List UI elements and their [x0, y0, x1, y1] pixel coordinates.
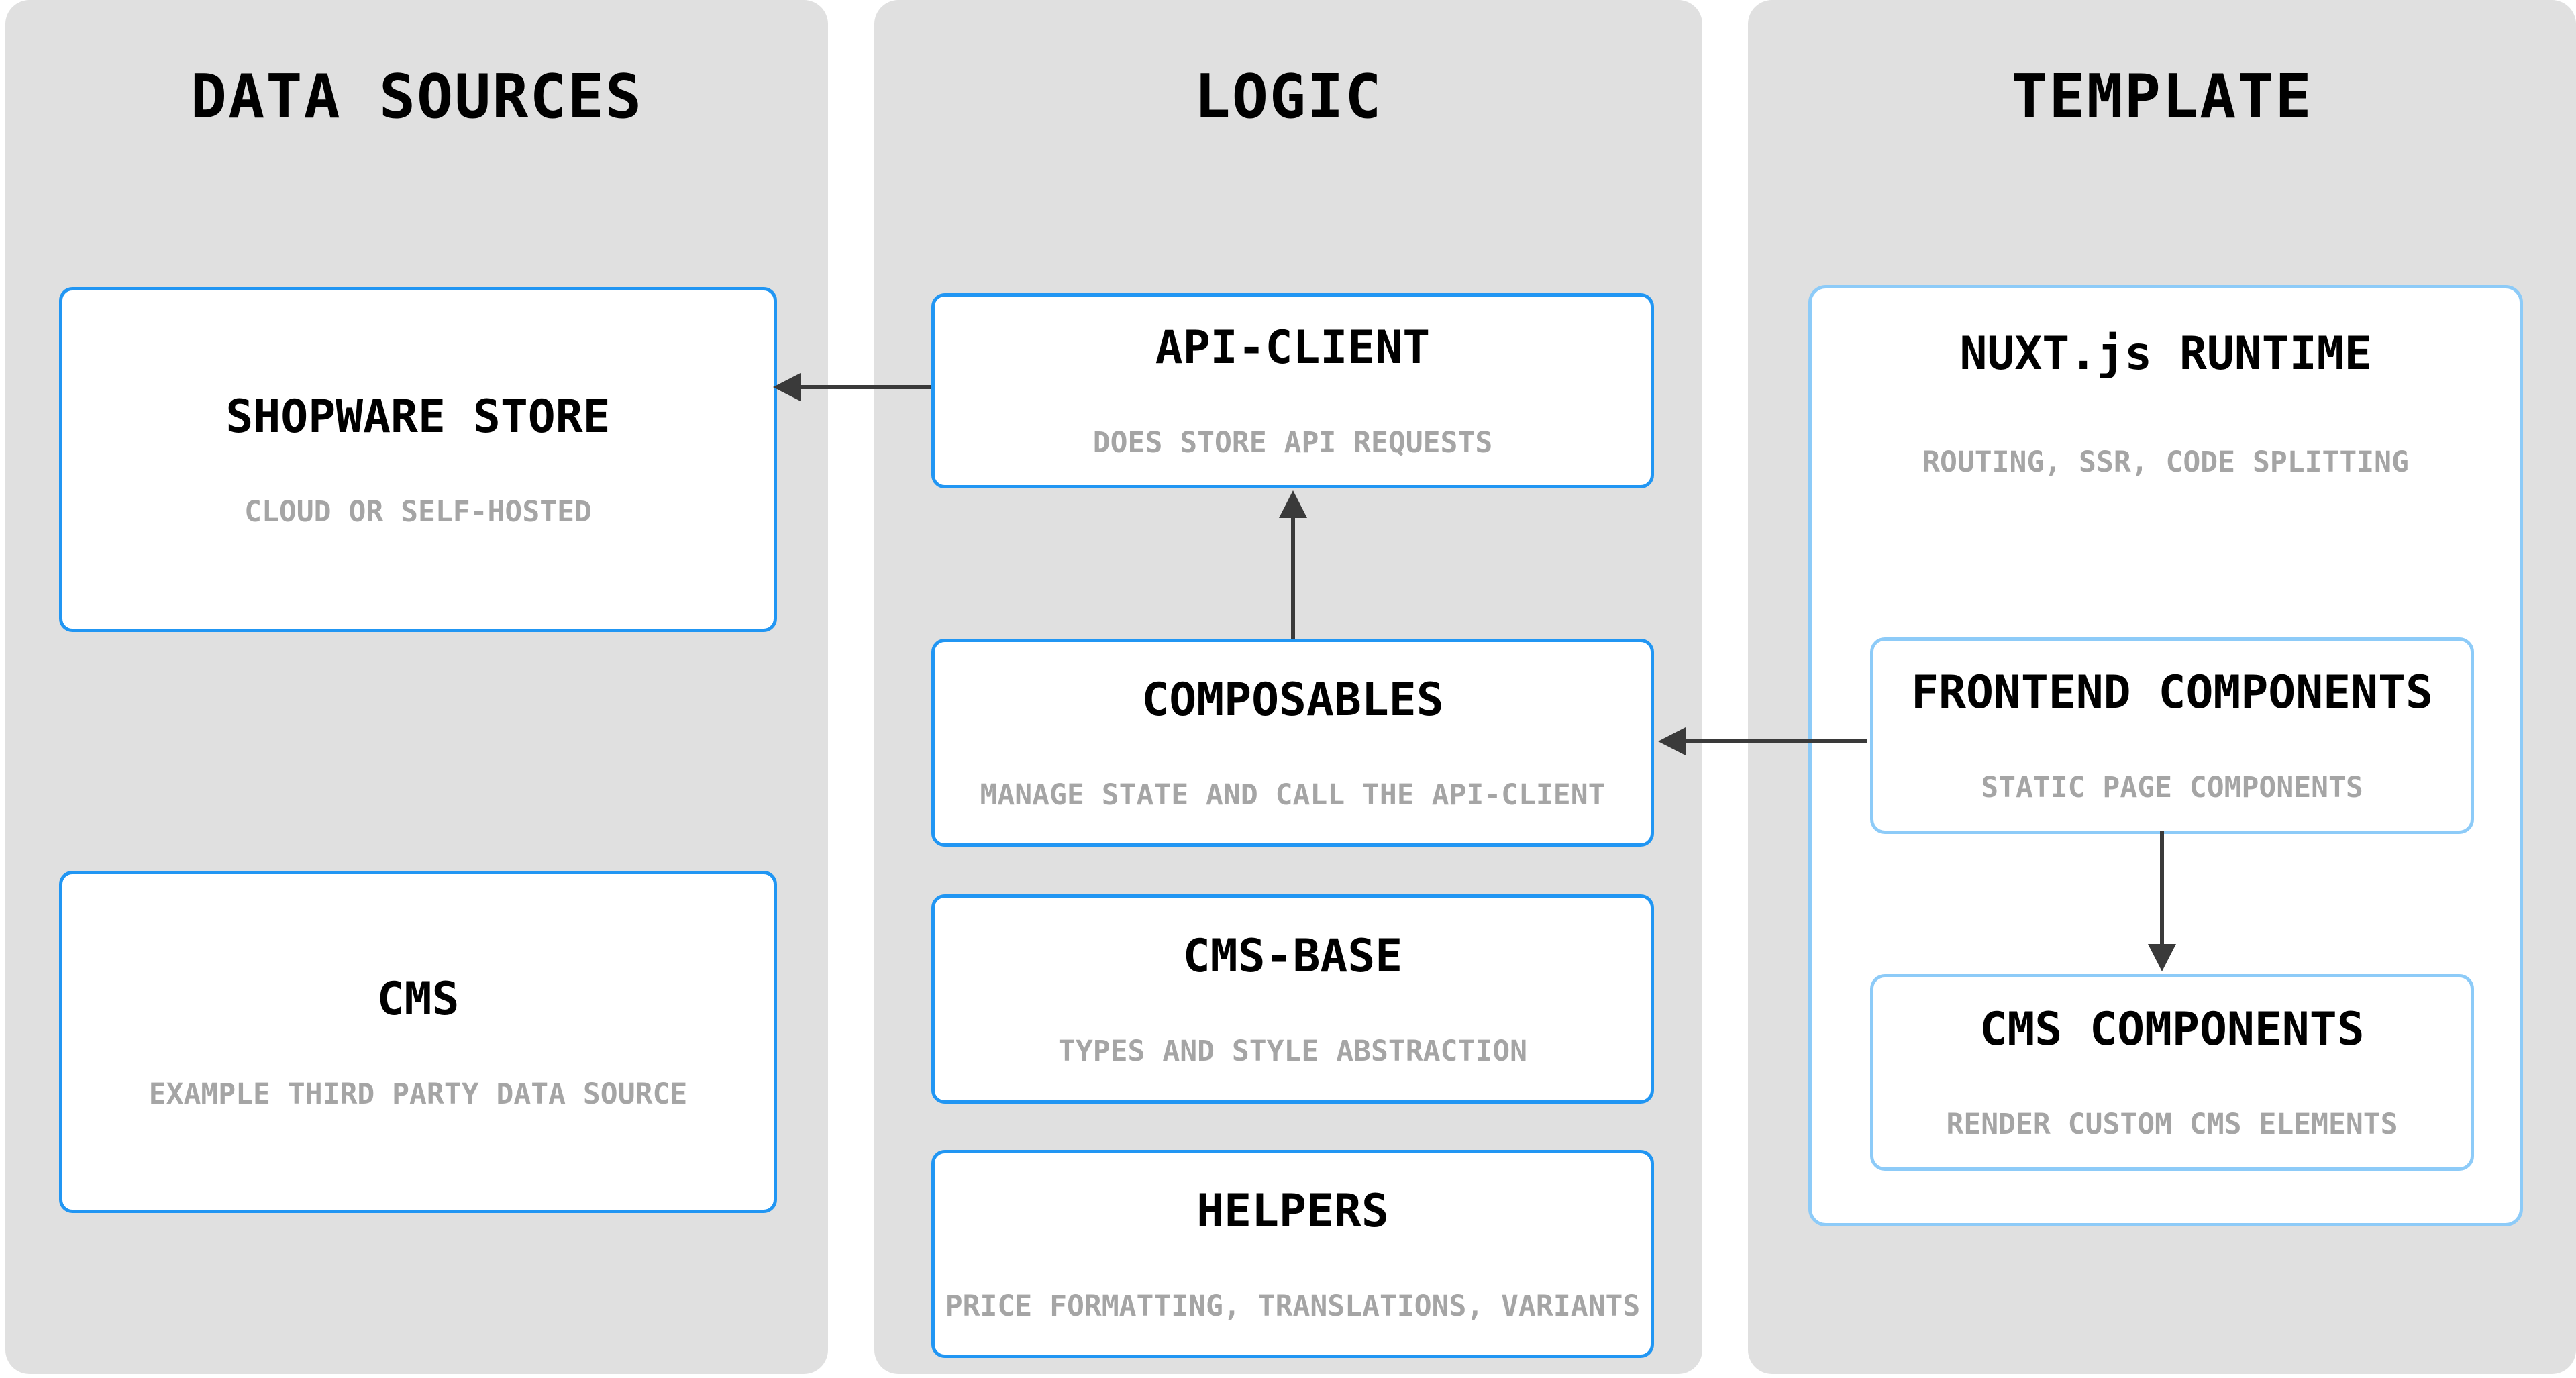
box-subtitle-cms: EXAMPLE THIRD PARTY DATA SOURCE: [148, 1077, 688, 1111]
box-subtitle-composables: MANAGE STATE AND CALL THE API-CLIENT: [980, 778, 1606, 812]
box-cms-base: CMS-BASE TYPES AND STYLE ABSTRACTION: [931, 894, 1654, 1104]
panel-template: TEMPLATE NUXT.js RUNTIME ROUTING, SSR, C…: [1748, 0, 2576, 1374]
box-title-cms: CMS: [376, 972, 460, 1026]
box-title-helpers: HELPERS: [1196, 1184, 1389, 1238]
box-title-cms-components: CMS COMPONENTS: [1979, 1003, 2365, 1056]
box-subtitle-nuxt-runtime: ROUTING, SSR, CODE SPLITTING: [1922, 445, 2409, 479]
panel-header-template: TEMPLATE: [2011, 62, 2313, 132]
panel-data-sources: DATA SOURCES SHOPWARE STORE CLOUD OR SEL…: [5, 0, 828, 1374]
box-title-nuxt-runtime: NUXT.js RUNTIME: [1959, 327, 2372, 380]
box-subtitle-shopware-store: CLOUD OR SELF-HOSTED: [244, 494, 592, 529]
panel-header-data-sources: DATA SOURCES: [190, 62, 643, 132]
box-frontend-components: FRONTEND COMPONENTS STATIC PAGE COMPONEN…: [1870, 637, 2474, 834]
box-title-shopware-store: SHOPWARE STORE: [225, 390, 611, 443]
box-cms: CMS EXAMPLE THIRD PARTY DATA SOURCE: [59, 871, 777, 1213]
box-nuxt-runtime: NUXT.js RUNTIME ROUTING, SSR, CODE SPLIT…: [1808, 285, 2523, 1226]
box-cms-components: CMS COMPONENTS RENDER CUSTOM CMS ELEMENT…: [1870, 974, 2474, 1171]
box-title-frontend-components: FRONTEND COMPONENTS: [1911, 666, 2433, 719]
box-shopware-store: SHOPWARE STORE CLOUD OR SELF-HOSTED: [59, 287, 777, 632]
panel-logic: LOGIC API-CLIENT DOES STORE API REQUESTS…: [874, 0, 1702, 1374]
box-composables: COMPOSABLES MANAGE STATE AND CALL THE AP…: [931, 639, 1654, 847]
box-subtitle-cms-base: TYPES AND STYLE ABSTRACTION: [1058, 1034, 1527, 1068]
box-subtitle-cms-components: RENDER CUSTOM CMS ELEMENTS: [1946, 1108, 2398, 1141]
box-title-api-client: API-CLIENT: [1155, 321, 1431, 374]
box-subtitle-helpers: PRICE FORMATTING, TRANSLATIONS, VARIANTS: [945, 1289, 1641, 1323]
box-title-cms-base: CMS-BASE: [1182, 929, 1403, 983]
nuxt-runtime-head: NUXT.js RUNTIME ROUTING, SSR, CODE SPLIT…: [1812, 327, 2520, 480]
box-api-client: API-CLIENT DOES STORE API REQUESTS: [931, 293, 1654, 488]
box-title-composables: COMPOSABLES: [1141, 673, 1444, 727]
box-subtitle-frontend-components: STATIC PAGE COMPONENTS: [1981, 771, 2363, 804]
box-helpers: HELPERS PRICE FORMATTING, TRANSLATIONS, …: [931, 1150, 1654, 1358]
panel-header-logic: LOGIC: [1194, 62, 1383, 132]
box-subtitle-api-client: DOES STORE API REQUESTS: [1092, 426, 1493, 460]
